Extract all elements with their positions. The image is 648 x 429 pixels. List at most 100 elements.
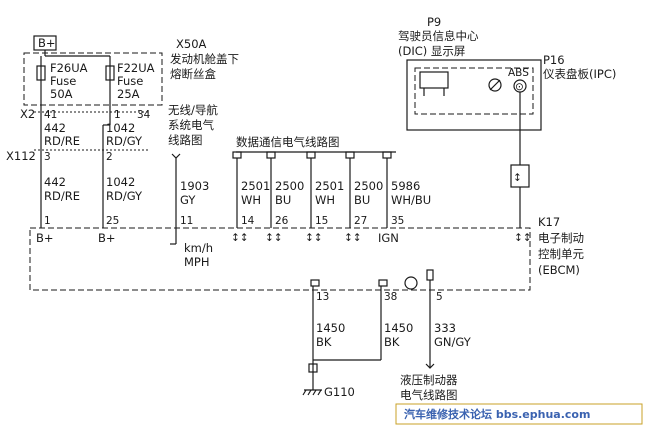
ebcm-pin-1: 1 — [44, 215, 51, 227]
dic-line1: 驾驶员信息中心 — [398, 29, 479, 43]
fuse2-id: F22UA — [117, 61, 155, 75]
fuse-block-name-2: 熔断丝盒 — [170, 67, 216, 81]
ebcm-pin-25: 25 — [106, 215, 119, 227]
wire-333-color: GN/GY — [434, 335, 472, 349]
connector-x112: X112 — [6, 149, 36, 163]
ebcm-speed-unit-2: MPH — [184, 255, 210, 269]
wire-1450a-num: 1450 — [316, 321, 345, 335]
hydraulic-ref-line1: 液压制动器 — [400, 373, 458, 387]
dic-id: P9 — [427, 15, 441, 29]
wire-2500a-color: BU — [275, 193, 291, 207]
wire-442-top-color: RD/RE — [44, 134, 80, 148]
ebcm-speed-unit-1: km/h — [184, 241, 213, 255]
wire-1042-bot-num: 1042 — [106, 175, 135, 189]
ebcm-pin-15: 15 — [315, 215, 328, 227]
ipc-outline — [406, 59, 542, 131]
battery-label: B+ — [38, 36, 56, 50]
x112-pin-3: 3 — [44, 151, 51, 163]
fuse-pin-1: 1 — [114, 109, 121, 121]
wire-1450b-color: BK — [384, 335, 400, 349]
wire-442-bot-color: RD/RE — [44, 189, 80, 203]
svg-text:↕↕: ↕↕ — [231, 232, 249, 244]
hydraulic-connector-icon — [404, 269, 434, 290]
ground-icon — [302, 363, 322, 396]
wire-2500a-num: 2500 — [275, 179, 304, 193]
wire-2501b-num: 2501 — [315, 179, 344, 193]
wire-1042-top-num: 1042 — [106, 121, 135, 135]
fuse-block-outline — [23, 52, 163, 106]
connector-x2: X2 — [20, 107, 35, 121]
fuse-pin-34: 34 — [137, 109, 151, 121]
dic-line2: (DIC) 显示屏 — [398, 44, 465, 58]
wire-1042-top-color: RD/GY — [106, 134, 143, 148]
wire-2501a-color: WH — [241, 193, 261, 207]
wire-442-bot-num: 442 — [44, 175, 66, 189]
ebcm-pin-5: 5 — [436, 291, 443, 303]
ebcm-pin-35: 35 — [391, 215, 404, 227]
ground-id: G110 — [324, 385, 355, 399]
wire-2501b-color: WH — [315, 193, 335, 207]
wire-1903-num: 1903 — [180, 179, 209, 193]
fuse-block-name-1: 发动机舱盖下 — [170, 52, 239, 66]
dic-outline — [414, 67, 534, 115]
ebcm-pin-11: 11 — [180, 215, 193, 227]
abs-indicator-icon: ⊙ — [488, 78, 527, 93]
ebcm-pin-38: 38 — [384, 291, 397, 303]
wire-442-top-num: 442 — [44, 121, 66, 135]
ipc-abs-label: ABS — [508, 67, 529, 79]
ebcm-pin-27: 27 — [354, 215, 367, 227]
svg-text:↕: ↕ — [513, 172, 522, 184]
svg-text:↕↕: ↕↕ — [305, 232, 323, 244]
watermark-text: 汽车维修技术论坛 bbs.ephua.com — [404, 407, 590, 421]
fuse2-type: Fuse — [117, 74, 143, 88]
ipc-name: 仪表盘板(IPC) — [543, 67, 616, 81]
watermark-box — [395, 403, 643, 425]
nav-ref-line2: 系统电气 — [168, 118, 214, 132]
dic-display-icon — [419, 71, 449, 96]
ebcm-outline — [29, 227, 531, 291]
wire-1042-bot-color: RD/GY — [106, 189, 143, 203]
ebcm-pin-26: 26 — [275, 215, 289, 227]
wire-2500b-num: 2500 — [354, 179, 383, 193]
fuse2-rating: 25A — [117, 87, 140, 101]
wire-333-num: 333 — [434, 321, 456, 335]
ipc-data-connector-icon: ↕ — [510, 164, 530, 188]
svg-text:↕↕: ↕↕ — [514, 232, 532, 244]
wire-1903-color: GY — [180, 193, 196, 207]
wire-5986-color: WH/BU — [391, 193, 431, 207]
ebcm-line2: 控制单元 — [538, 247, 584, 261]
fuse1-rating: 50A — [50, 87, 73, 101]
ipc-id: P16 — [543, 53, 565, 67]
ebcm-line3: (EBCM) — [538, 263, 580, 277]
nav-ref-line3: 线路图 — [168, 133, 203, 147]
wire-1450b-num: 1450 — [384, 321, 413, 335]
svg-text:⊙: ⊙ — [515, 81, 524, 93]
ground-connector-38-icon — [378, 279, 388, 287]
ebcm-bplus-2: B+ — [98, 231, 116, 245]
fuse-pin-41: 41 — [44, 109, 57, 121]
wire-1450a-color: BK — [316, 335, 332, 349]
data-comm-ref: 数据通信电气线路图 — [236, 135, 340, 149]
nav-ref-line1: 无线/导航 — [168, 103, 218, 117]
ebcm-line1: 电子制动 — [538, 231, 584, 245]
data-line-arrows-icon: ↕↕ ↕↕ ↕↕ ↕↕ ↕↕ — [231, 232, 532, 244]
ebcm-bplus-1: B+ — [36, 231, 54, 245]
ebcm-id: K17 — [538, 215, 560, 229]
svg-text:↕↕: ↕↕ — [265, 232, 283, 244]
ebcm-ign: IGN — [378, 231, 399, 245]
x112-pin-2: 2 — [106, 151, 113, 163]
ebcm-pin-13: 13 — [316, 291, 329, 303]
ebcm-pin-14: 14 — [241, 215, 255, 227]
data-comm-connector-icons — [232, 151, 392, 159]
fuse-block-id: X50A — [176, 37, 207, 51]
hydraulic-ref-line2: 电气线路图 — [400, 388, 458, 402]
ground-connector-13-icon — [310, 279, 320, 287]
hydraulic-ref-arrow-icon — [425, 363, 435, 369]
fuse1-id: F26UA — [50, 61, 88, 75]
fuse1-type: Fuse — [50, 74, 76, 88]
wire-2500b-color: BU — [354, 193, 370, 207]
nav-ref-arrow-icon — [171, 153, 181, 159]
speed-output-icon — [170, 228, 177, 245]
